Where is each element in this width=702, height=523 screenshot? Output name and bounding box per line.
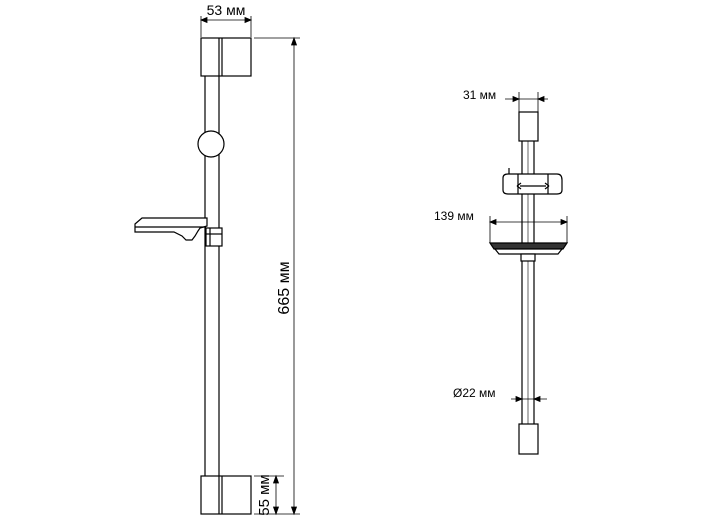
side-top-mount — [518, 111, 539, 142]
side-soap-dish — [488, 242, 569, 262]
side-view — [488, 111, 569, 455]
soap-dish — [134, 217, 223, 247]
dimension-bottom-offset — [254, 474, 284, 516]
side-slider-holder — [502, 168, 563, 195]
dimension-mount-width — [199, 16, 253, 37]
slider-knob — [197, 130, 225, 158]
rail-depth-label: 31 мм — [463, 88, 496, 102]
dimension-rail-depth — [505, 92, 548, 112]
rail-diameter-label: Ø22 мм — [453, 386, 496, 400]
bottom-offset-label: 55 мм — [256, 474, 273, 515]
soap-dish-width-label: 139 мм — [434, 209, 474, 223]
total-height-label: 665 мм — [276, 261, 293, 314]
bottom-wall-mount — [200, 475, 252, 515]
dimension-rail-diameter — [511, 395, 547, 403]
top-wall-mount — [200, 37, 252, 77]
side-bottom-mount — [518, 423, 539, 455]
mount-width-label: 53 мм — [207, 2, 246, 18]
dimension-soap-dish-width — [488, 216, 569, 243]
front-view — [134, 37, 252, 515]
dimension-total-height — [254, 36, 300, 516]
